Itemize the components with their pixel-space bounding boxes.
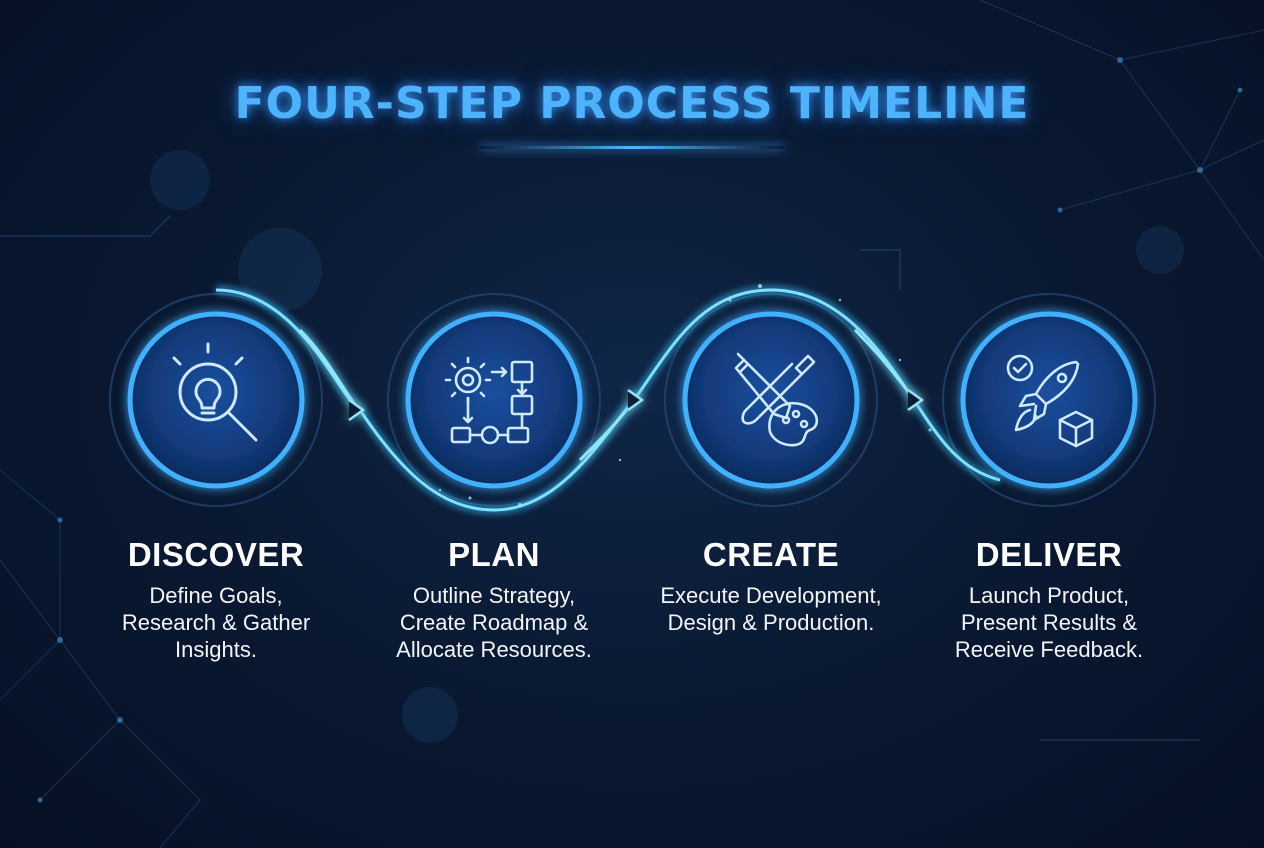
pencil-brush-palette-icon [734, 352, 819, 447]
step-description: Outline Strategy, Create Roadmap & Alloc… [396, 583, 592, 662]
step-circle-deliver [960, 311, 1138, 489]
title-underline [480, 146, 784, 149]
step-title: PLAN [448, 536, 540, 573]
step-plan: PLAN Outline Strategy, Create Roadmap & … [364, 536, 624, 663]
flow-wave-glow [215, 284, 1002, 516]
step-circle-create [682, 311, 860, 489]
step-deliver: DELIVER Launch Product, Present Results … [919, 536, 1179, 663]
step-title: DELIVER [975, 536, 1123, 573]
step-description: Launch Product, Present Results & Receiv… [954, 583, 1144, 662]
arrow-marker [627, 388, 645, 412]
step-discover: DISCOVER Define Goals, Research & Gather… [86, 536, 346, 663]
step-title: CREATE [702, 536, 840, 573]
step-ring-outer [942, 293, 1156, 507]
step-circle-plan [405, 311, 583, 489]
lightbulb-magnifier-icon [172, 342, 258, 442]
arrow-marker [907, 388, 925, 412]
step-description: Execute Development, Design & Production… [660, 583, 882, 635]
step-title: DISCOVER [127, 536, 305, 573]
arrow-marker [348, 398, 366, 422]
step-create: CREATE Execute Development, Design & Pro… [641, 536, 901, 636]
rocket-box-icon [1006, 354, 1094, 448]
flow-wave [215, 288, 1001, 512]
page-title: FOUR-STEP PROCESS TIMELINE [234, 78, 1030, 129]
gear-flowchart-icon [444, 356, 534, 445]
step-description: Define Goals, Research & Gather Insights… [121, 583, 311, 662]
